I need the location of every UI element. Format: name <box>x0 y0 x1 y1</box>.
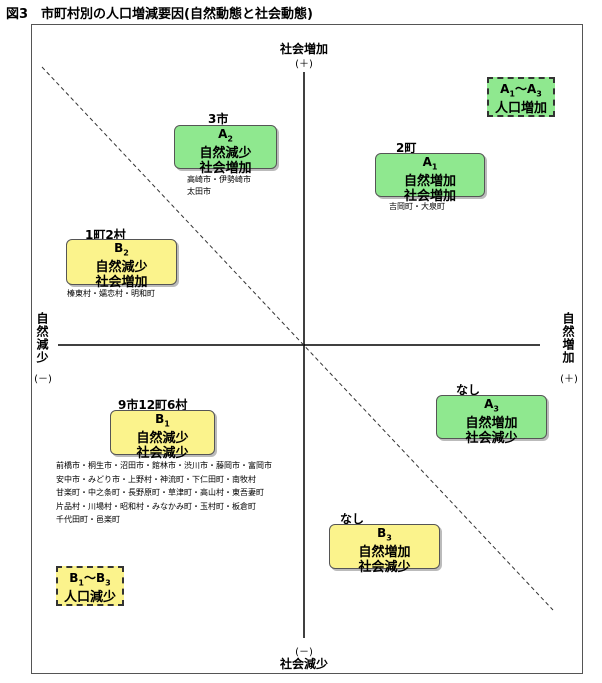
b1-members: 前橋市・桐生市・沼田市・館林市・渋川市・藤岡市・富岡市 安中市・みどり市・上野村… <box>56 461 272 524</box>
a3-count: なし <box>456 383 481 397</box>
b2-members: 榛東村・嬬恋村・明和町 <box>67 289 155 298</box>
legend-b-range: B1～B3 <box>69 571 111 588</box>
b3-count: なし <box>340 512 365 526</box>
a1-members: 吉岡町・大泉町 <box>389 202 445 211</box>
category-box-a3: A3 自然増加 社会減少 <box>436 395 547 446</box>
a2-count: 3市 <box>208 112 229 126</box>
axis-bottom-label: 社会減少 <box>279 657 328 671</box>
axis-top-sign: (＋) <box>295 59 313 70</box>
category-box-b3: B3 自然増加 社会減少 <box>329 524 440 575</box>
diagram-frame <box>31 24 583 674</box>
category-box-b2: B2 自然減少 社会増加 <box>66 239 177 290</box>
legend-a-range: A1～A3 <box>500 82 542 99</box>
axis-right-sign: (＋) <box>560 374 578 385</box>
a1-count: 2町 <box>396 141 417 155</box>
legend-a-label: 人口増加 <box>494 101 547 117</box>
axis-left-label: 自然減少 <box>35 312 49 364</box>
axis-left-sign: (－) <box>34 374 52 385</box>
axis-top-label: 社会増加 <box>279 42 328 56</box>
legend-b-label: 人口減少 <box>63 590 116 606</box>
b2-count: 1町2村 <box>85 228 126 242</box>
legend-population-decrease: B1～B3 人口減少 <box>56 566 124 606</box>
figure-title: 図3 市町村別の人口増減要因(自然動態と社会動態) <box>6 7 313 22</box>
diagonal-dashed-line <box>41 66 554 611</box>
b1-count: 9市12町6村 <box>118 398 188 412</box>
axis-bottom-sign: (－) <box>295 647 313 658</box>
category-box-a2: A2 自然減少 社会増加 <box>174 125 277 176</box>
axis-right-label: 自然増加 <box>561 312 575 364</box>
a2-members: 高崎市・伊勢崎市 太田市 <box>187 175 251 196</box>
category-box-a1: A1 自然増加 社会増加 <box>375 153 485 204</box>
category-box-b1: B1 自然減少 社会減少 <box>110 410 215 461</box>
legend-population-increase: A1～A3 人口増加 <box>487 77 555 117</box>
